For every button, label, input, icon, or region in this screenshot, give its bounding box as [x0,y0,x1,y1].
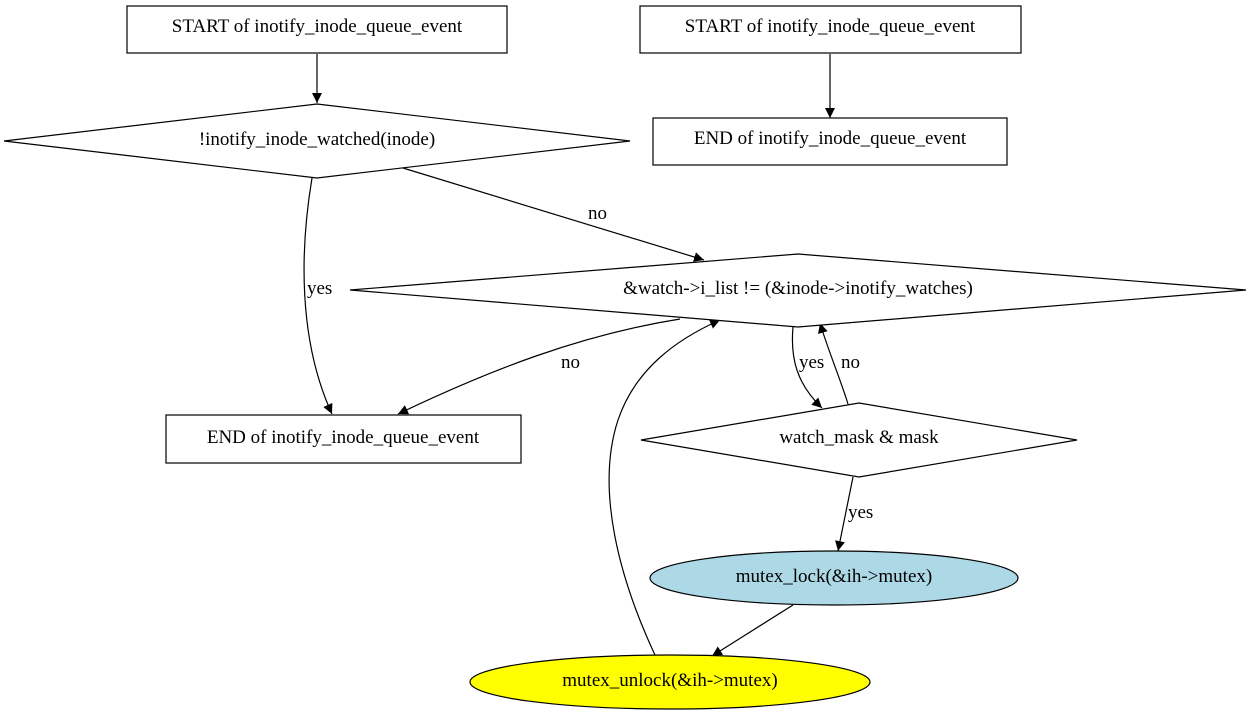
unlock-label: mutex_unlock(&ih->mutex) [562,670,777,691]
edge-list-to-end1-no [397,318,681,415]
node-end2: END of inotify_inode_queue_event [652,117,1008,166]
lock-ellipse [649,550,1019,606]
start1-label: START of inotify_inode_queue_event [172,16,463,37]
edge-label-watched-end1: yes [307,278,332,299]
start2-label: START of inotify_inode_queue_event [685,16,976,37]
node-start2: START of inotify_inode_queue_event [639,5,1022,54]
node-unlock: mutex_unlock(&ih->mutex) [469,654,871,710]
node-cond-watched: !inotify_inode_watched(inode) [3,103,631,179]
cond-watched-label: !inotify_inode_watched(inode) [199,129,435,150]
edge-label-mask-list: no [841,352,860,373]
cond-list-label: &watch->i_list != (&inode->inotify_watch… [623,278,973,299]
end1-box [165,414,522,464]
edge-mask-to-lock-yes [835,476,854,552]
node-cond-list: &watch->i_list != (&inode->inotify_watch… [349,253,1247,328]
edge-lock-to-unlock [711,604,794,657]
node-end1: END of inotify_inode_queue_event [165,414,522,464]
edge-mask-to-list-no [818,322,849,405]
edge-label-list-end1: no [561,352,580,373]
edge-watched-to-list-no [402,167,705,262]
start2-box [639,5,1022,54]
end1-label: END of inotify_inode_queue_event [207,427,480,448]
node-start1: START of inotify_inode_queue_event [126,5,508,54]
lock-label: mutex_lock(&ih->mutex) [736,566,932,587]
edge-label-watched-list: no [588,203,607,224]
cond-mask-label: watch_mask & mask [779,427,939,448]
node-cond-mask: watch_mask & mask [640,402,1078,478]
edge-list-to-mask-yes [791,326,823,409]
cond-watched-diamond [3,103,631,179]
cond-list-diamond [349,253,1247,328]
node-lock: mutex_lock(&ih->mutex) [649,550,1019,606]
edges [303,54,854,657]
end2-label: END of inotify_inode_queue_event [694,128,967,149]
edge-watched-to-end1-yes [303,177,333,415]
edge-labels: no yes no yes no yes [307,203,873,523]
edge-label-mask-lock: yes [848,502,873,523]
edge-label-list-mask: yes [799,352,824,373]
edge-unlock-to-list [608,319,721,656]
end2-box [652,117,1008,166]
cond-mask-diamond [640,402,1078,478]
unlock-ellipse [469,654,871,710]
start1-box [126,5,508,54]
